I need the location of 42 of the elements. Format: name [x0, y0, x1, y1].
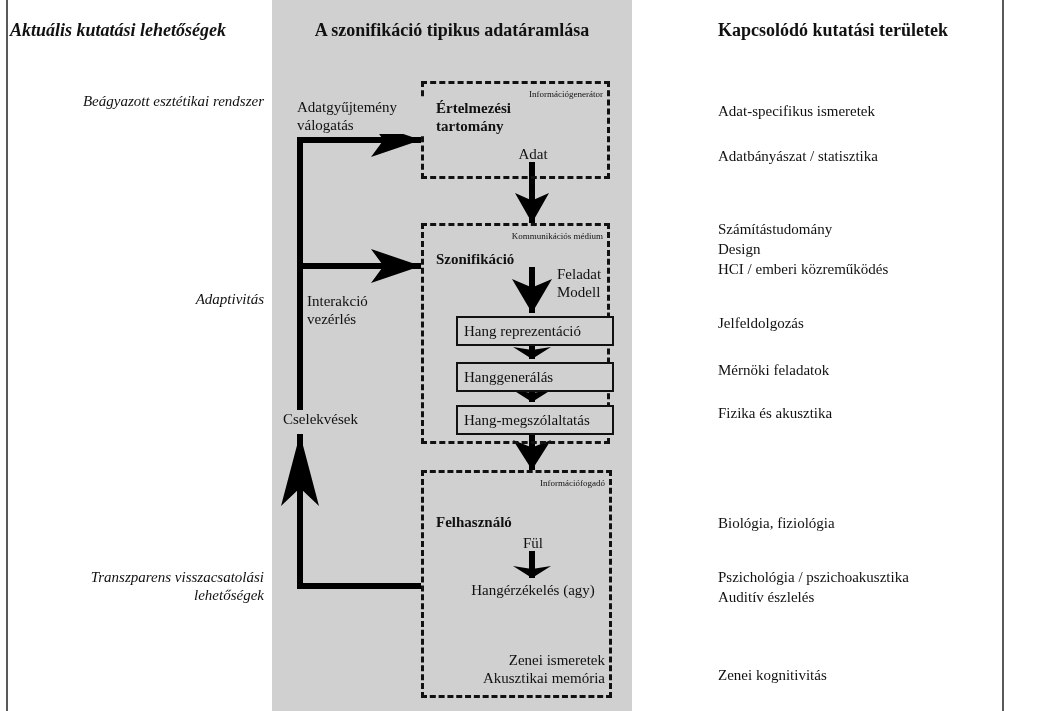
process-box: Hang-megszólaltatás — [456, 405, 614, 435]
node-label: Zenei ismeretek Akusztikai memória — [463, 651, 605, 695]
edge-label: Adatgyűjtemény válogatás — [297, 98, 427, 134]
dashed-group-box — [421, 470, 612, 698]
field-label: Jelfeldolgozás — [718, 314, 805, 332]
process-box: Hanggenerálás — [456, 362, 614, 392]
arrow — [513, 551, 551, 578]
arrow — [515, 162, 549, 223]
process-box: Hang reprezentáció — [456, 316, 614, 346]
arrow — [513, 432, 551, 470]
box-heading: Felhasználó — [436, 513, 536, 533]
node-label: Cselekvések — [283, 410, 375, 434]
column-heading: A szonifikáció tipikus adatáramlása — [313, 20, 591, 42]
field-label: Zenei kognitivitás — [718, 666, 828, 684]
field-label: Design — [718, 240, 762, 258]
research-topic: Transzparens visszacsatolási lehetőségek — [89, 568, 264, 604]
arrow — [297, 249, 421, 410]
field-label: Fizika és akusztika — [718, 404, 834, 422]
group-caption: Információfogadó — [540, 478, 605, 489]
field-label: Számítástudomány — [718, 220, 834, 238]
box-heading: Szonifikáció — [436, 250, 536, 270]
field-label: Pszichológia / pszichoakusztika — [718, 568, 910, 586]
research-topic: Beágyazott esztétikai rendszer — [81, 92, 264, 110]
research-topic: Adaptivitás — [194, 290, 264, 308]
box-heading: Értelmezési tartomány — [436, 99, 546, 139]
node-label: Adat — [503, 145, 563, 165]
arrow — [281, 434, 421, 589]
field-label: Biológia, fiziológia — [718, 514, 836, 532]
column-heading: Kapcsolódó kutatási területek — [718, 20, 949, 42]
field-label: HCI / emberi közreműködés — [718, 260, 890, 278]
node-label: Fül — [503, 534, 563, 554]
field-label: Auditív észlelés — [718, 588, 816, 606]
field-label: Adat-specifikus ismeretek — [718, 102, 877, 120]
field-label: Mérnöki feladatok — [718, 361, 831, 379]
arrow — [512, 267, 552, 313]
arrow — [513, 343, 551, 359]
group-caption: Kommunikációs médium — [511, 231, 603, 242]
group-caption: Információgenerátor — [529, 89, 603, 100]
node-label: Hangérzékelés (agy) — [458, 581, 608, 601]
field-label: Adatbányászat / statisztika — [718, 147, 879, 165]
column-heading: Aktuális kutatási lehetőségek — [10, 20, 228, 42]
node-label: Feladat Modell — [557, 265, 609, 307]
